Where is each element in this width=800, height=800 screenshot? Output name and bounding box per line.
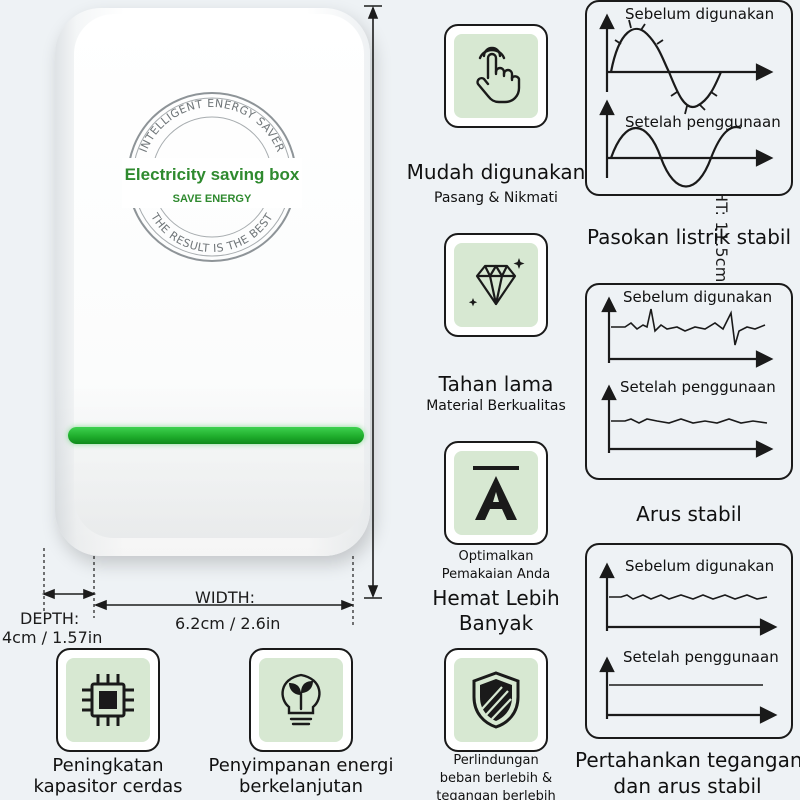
width-title: WIDTH: bbox=[195, 588, 256, 607]
feature-card-storage bbox=[249, 648, 353, 752]
eco-bulb-icon bbox=[281, 673, 321, 726]
current-caption: Arus stabil bbox=[636, 502, 742, 526]
feature-capacitor-title-2: kapasitor cerdas bbox=[33, 776, 183, 797]
depth-title: DEPTH: bbox=[20, 609, 80, 628]
feature-durable-subtitle: Material Berkualitas bbox=[426, 398, 566, 414]
diamond-icon bbox=[468, 258, 525, 307]
seal-main-text: Electricity saving box bbox=[125, 165, 300, 184]
feature-capacitor-title-1: Peningkatan bbox=[52, 755, 164, 776]
feature-card-durable bbox=[444, 233, 548, 337]
feature-card-protection bbox=[444, 648, 548, 752]
feature-easy-subtitle: Pasang & Nikmati bbox=[434, 190, 558, 206]
seal-sub-text: SAVE ENERGY bbox=[173, 193, 252, 205]
feature-optimize-title-1: Hemat Lebih bbox=[432, 586, 560, 610]
depth-value: 4cm / 1.57in bbox=[2, 628, 103, 647]
feature-storage-title-1: Penyimpanan energi bbox=[208, 755, 394, 776]
product-seal: INTELLIGENT ENERGY SAVER THE RESULT IS T… bbox=[122, 92, 302, 262]
feature-protection-subtitle-3: tegangan berlebih bbox=[436, 789, 556, 800]
letter-a-icon bbox=[473, 466, 519, 520]
supply-after-label: Setelah penggunaan bbox=[625, 113, 781, 131]
feature-optimize-subtitle-1: Optimalkan bbox=[458, 549, 534, 564]
voltage-caption-1: Pertahankan tegangan bbox=[575, 748, 800, 772]
voltage-after-label: Setelah penggunaan bbox=[623, 648, 779, 666]
feature-card-capacitor bbox=[56, 648, 160, 752]
feature-protection-subtitle-1: Perlindungan bbox=[453, 753, 539, 768]
graph-supply-waves bbox=[599, 13, 774, 188]
green-led-strip bbox=[68, 427, 364, 444]
feature-durable-title: Tahan lama bbox=[438, 372, 554, 396]
graph-voltage-waves bbox=[599, 562, 778, 724]
supply-before-label: Sebelum digunakan bbox=[625, 5, 775, 23]
device-shading bbox=[55, 380, 370, 556]
voltage-before-label: Sebelum digunakan bbox=[625, 557, 775, 575]
chip-icon bbox=[82, 674, 134, 726]
graph-panel-voltage bbox=[585, 543, 793, 739]
current-before-label: Sebelum digunakan bbox=[623, 288, 773, 306]
feature-protection-subtitle-2: beban berlebih & bbox=[439, 771, 553, 786]
feature-card-easy bbox=[444, 24, 548, 128]
tap-hand-icon bbox=[476, 46, 521, 104]
graph-current-waves bbox=[601, 296, 774, 458]
feature-optimize-subtitle-2: Pemakaian Anda bbox=[441, 567, 551, 582]
supply-caption: Pasokan listrik stabil bbox=[586, 225, 791, 249]
feature-storage-title-2: berkelanjutan bbox=[238, 776, 364, 797]
feature-card-optimize bbox=[444, 441, 548, 545]
shield-icon bbox=[472, 671, 520, 729]
width-value: 6.2cm / 2.6in bbox=[175, 614, 281, 633]
device-front-face bbox=[74, 14, 364, 538]
feature-easy-title: Mudah digunakan bbox=[406, 160, 586, 184]
current-after-label: Setelah penggunaan bbox=[620, 378, 776, 396]
feature-optimize-title-2: Banyak bbox=[458, 611, 534, 635]
voltage-caption-2: dan arus stabil bbox=[613, 774, 762, 798]
